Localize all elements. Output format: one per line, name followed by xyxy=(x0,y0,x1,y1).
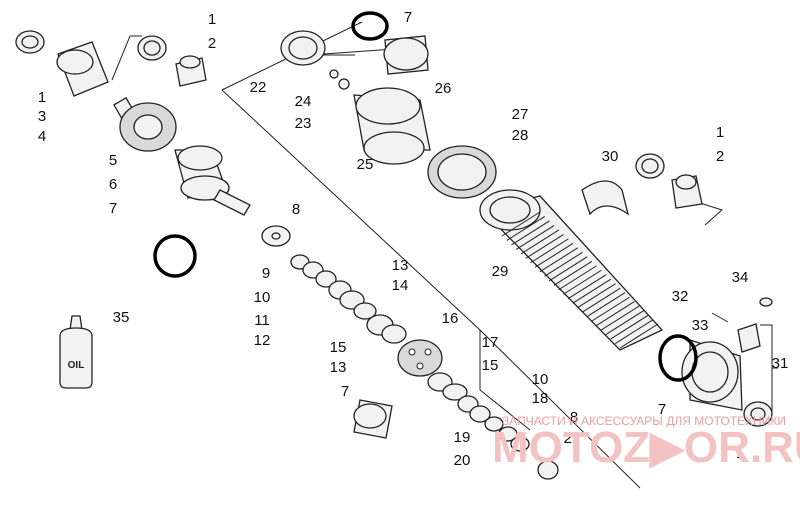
piston-stack xyxy=(353,339,559,480)
callout-c7b: 7 xyxy=(404,9,412,26)
bump-stop-cover-30 xyxy=(581,180,630,216)
callout-c12: 12 xyxy=(254,332,271,349)
spring-coil xyxy=(548,256,588,282)
callout-c1b: 1 xyxy=(38,89,46,106)
callout-c29: 29 xyxy=(492,263,509,280)
spring-coil xyxy=(553,260,593,286)
spring-coil xyxy=(577,283,616,309)
callout-c23: 23 xyxy=(295,115,312,132)
callout-c1c: 1 xyxy=(716,124,724,141)
callout-c16: 16 xyxy=(442,310,459,327)
callout-c11: 11 xyxy=(254,312,270,329)
callout-c7d: 7 xyxy=(658,401,666,418)
spring-coil xyxy=(567,274,607,300)
spring-coil xyxy=(525,233,564,259)
bushing-right-upper xyxy=(635,153,703,209)
oil-bottle: OIL xyxy=(59,315,93,389)
spring-coil xyxy=(581,287,621,313)
shock-body-spring xyxy=(479,189,664,351)
seal-head xyxy=(353,87,431,165)
spring-coil xyxy=(539,247,579,273)
spring-coil xyxy=(596,301,635,327)
callout-c31: 31 xyxy=(772,355,789,372)
oil-bottle-label: OIL xyxy=(68,360,85,371)
spring-coil xyxy=(544,251,583,277)
callout-c24: 24 xyxy=(295,93,312,110)
spring-adjuster-rings xyxy=(427,145,497,199)
spring-coil xyxy=(530,238,569,264)
callout-c3: 3 xyxy=(38,108,46,125)
callout-c7c: 7 xyxy=(341,383,349,400)
callout-c27: 27 xyxy=(512,106,529,123)
callout-c6: 6 xyxy=(109,176,117,193)
callout-c28: 28 xyxy=(512,127,529,144)
callout-c13a: 13 xyxy=(392,257,409,274)
callout-c8a: 8 xyxy=(292,201,300,218)
callout-c7a: 7 xyxy=(109,200,117,217)
watermark: MOTOZ▶OR.RU ЗАПЧАСТИ И АКСЕССУАРЫ ДЛЯ МО… xyxy=(492,414,800,472)
reservoir-cap-parts xyxy=(280,11,429,90)
callout-c1d: 1 xyxy=(736,445,744,462)
callout-c14: 14 xyxy=(392,277,409,294)
lower-eye-assembly xyxy=(658,297,773,427)
spring-coil xyxy=(506,216,545,241)
spring-coil xyxy=(572,278,612,304)
callout-c4: 4 xyxy=(38,128,46,145)
callout-c25: 25 xyxy=(357,156,374,173)
callout-c21: 21 xyxy=(564,430,581,447)
o-ring-7-left xyxy=(153,234,197,278)
callout-c17: 17 xyxy=(482,334,499,351)
callout-c5: 5 xyxy=(109,152,117,169)
callout-c9: 9 xyxy=(262,265,270,282)
callout-c1a: 1 xyxy=(208,11,216,28)
spring-coil xyxy=(610,314,649,340)
callout-c32: 32 xyxy=(672,288,689,305)
spring-coil xyxy=(591,296,630,322)
shaft-assembly xyxy=(113,96,251,216)
callout-c19: 19 xyxy=(454,429,471,446)
callout-c35: 35 xyxy=(113,309,130,326)
callout-c2a: 2 xyxy=(208,35,216,52)
spring-coil xyxy=(520,229,560,255)
callout-c20: 20 xyxy=(454,452,471,469)
spring-coil xyxy=(605,310,645,335)
callout-c10a: 10 xyxy=(254,289,271,306)
callout-c10b: 10 xyxy=(532,371,549,388)
spring-coil xyxy=(600,305,640,331)
spring-coil xyxy=(558,265,597,291)
bushing-top-left xyxy=(15,30,207,97)
callout-c22: 22 xyxy=(250,79,267,96)
spring-coil xyxy=(534,242,574,268)
spring-coil xyxy=(501,211,541,237)
callout-c30: 30 xyxy=(602,148,619,165)
watermark-tagline: ЗАПЧАСТИ И АКСЕССУАРЫ ДЛЯ МОТОТЕХНИКИ xyxy=(502,414,786,428)
callout-c34: 34 xyxy=(732,269,749,286)
spring-coil xyxy=(515,225,555,250)
spring-coil xyxy=(619,323,659,349)
spring-coil xyxy=(586,292,626,318)
spring-coil xyxy=(563,269,602,295)
callout-c2b: 2 xyxy=(716,148,724,165)
callout-c8b: 8 xyxy=(570,409,578,426)
callout-c15b: 15 xyxy=(482,357,499,374)
callout-c15a: 15 xyxy=(330,339,347,356)
spring-coil xyxy=(615,319,654,344)
callout-c18: 18 xyxy=(532,390,549,407)
watermark-brand: MOTOZ▶OR.RU xyxy=(492,423,800,472)
callout-c26: 26 xyxy=(435,80,452,97)
callout-c33: 33 xyxy=(692,317,709,334)
valve-washer-stack xyxy=(261,225,407,344)
spring-coil xyxy=(511,220,550,246)
callout-c13b: 13 xyxy=(330,359,347,376)
